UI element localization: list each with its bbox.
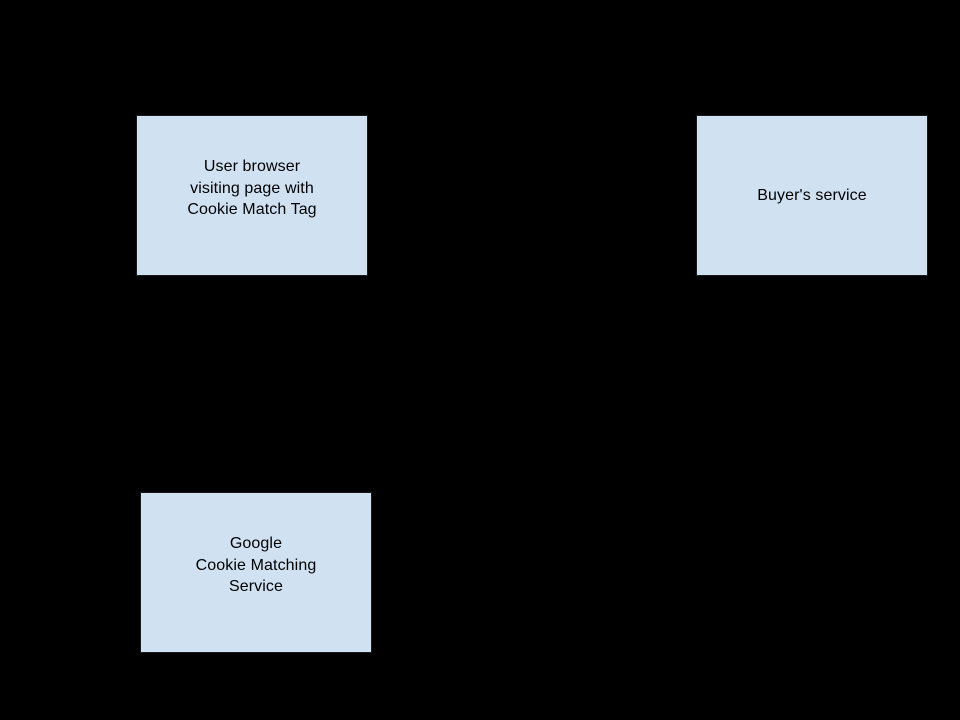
node-user-browser-label: User browser visiting page with Cookie M…	[187, 158, 317, 219]
node-buyers-service-label: Buyer's service	[757, 186, 867, 204]
node-google-cookie-matching-service[interactable]: Google Cookie Matching Service	[140, 492, 372, 653]
node-buyers-service[interactable]: Buyer's service	[696, 115, 928, 276]
node-user-browser[interactable]: User browser visiting page with Cookie M…	[136, 115, 368, 276]
node-google-cookie-matching-service-label: Google Cookie Matching Service	[195, 535, 317, 596]
